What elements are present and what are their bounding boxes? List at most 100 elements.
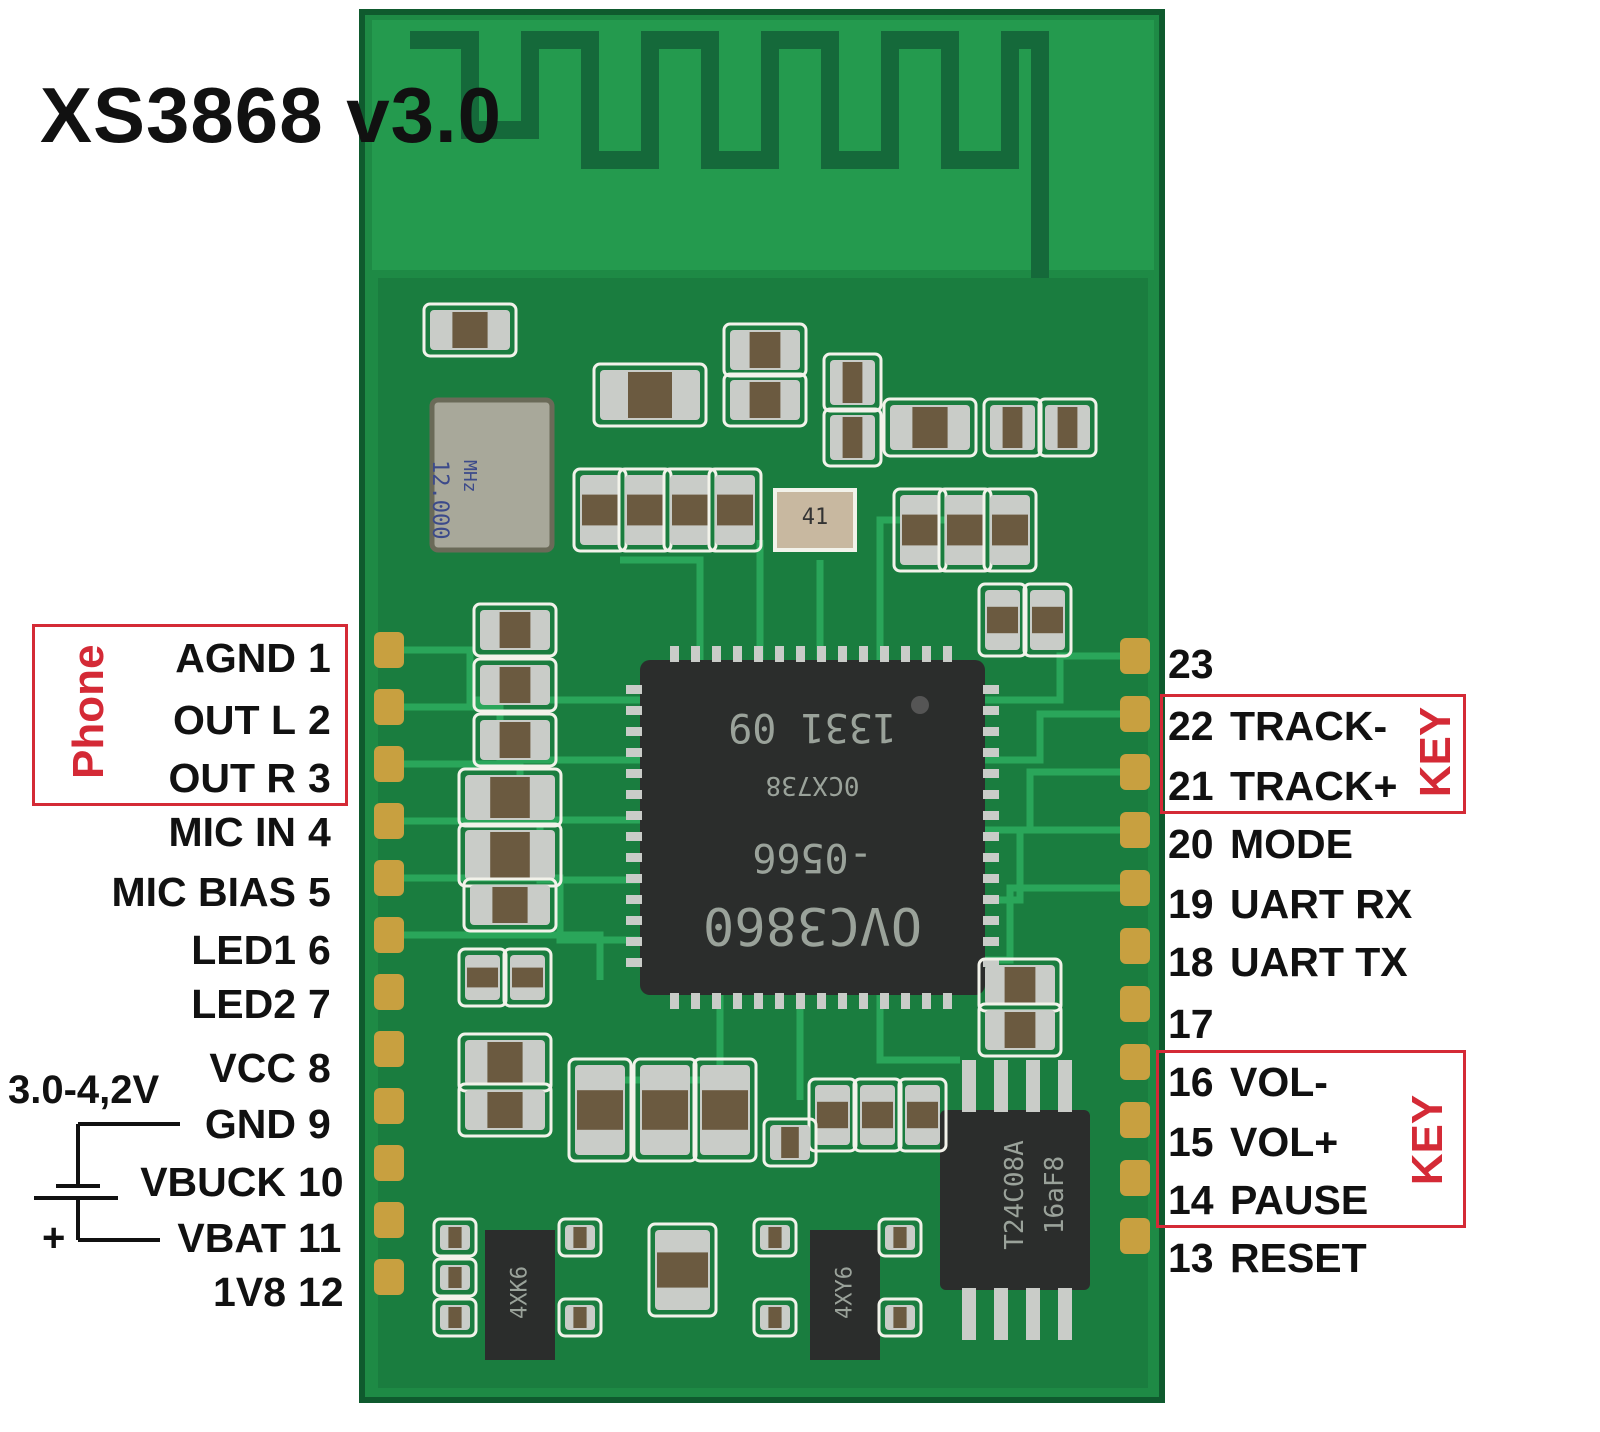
right-pin-number: 14 [1168, 1177, 1214, 1223]
chip-pin [943, 646, 952, 662]
chip-pin [670, 993, 679, 1009]
castellated-pad [374, 1145, 404, 1181]
left-pin-name: LED2 [191, 981, 296, 1027]
eeprom-pin [962, 1060, 976, 1112]
silkscreen-outline [762, 1117, 818, 1168]
chip-pin [626, 895, 642, 904]
trace [620, 556, 704, 660]
silkscreen-outline [722, 372, 808, 428]
silkscreen-outline [822, 352, 883, 413]
chip-pin [626, 853, 642, 862]
castellated-pad [374, 1202, 404, 1238]
chip-pin [712, 646, 721, 662]
right-pin-number: 18 [1168, 939, 1214, 985]
component-body [642, 1090, 688, 1130]
module-title: XS3868 v3.0 [40, 71, 503, 159]
chip-pin [733, 646, 742, 662]
component-body [907, 1101, 938, 1129]
smd-component [722, 322, 808, 378]
castellated-pad [374, 746, 404, 782]
right-pin-number: 16 [1168, 1059, 1214, 1105]
chip-pin [983, 916, 999, 925]
component-body [448, 1267, 462, 1288]
smd-component [457, 1032, 553, 1093]
silkscreen-outline [632, 1057, 698, 1163]
eeprom-chip [940, 1060, 1090, 1340]
smd-component [472, 602, 558, 658]
component-body [947, 514, 983, 546]
component-body [768, 1307, 782, 1328]
passive-components [422, 302, 1098, 1338]
trace [985, 826, 1120, 904]
smd-component [1022, 582, 1073, 658]
smd-component [692, 1057, 758, 1163]
phone-group-box [32, 624, 348, 806]
eeprom-pin [1058, 1288, 1072, 1340]
chip-pin [880, 993, 889, 1009]
component-body [628, 372, 672, 418]
smd-component [422, 302, 518, 358]
smd-component [752, 1297, 798, 1338]
component-body [842, 417, 863, 458]
chip-pin [817, 646, 826, 662]
castellated-pad [1120, 870, 1150, 906]
chip-pin [922, 993, 931, 1009]
component-body [992, 514, 1028, 546]
chip-pin [626, 706, 642, 715]
castellated-pad [1120, 1160, 1150, 1196]
component-body [749, 332, 781, 368]
smd-component [882, 397, 978, 458]
eeprom-pin [1058, 1060, 1072, 1112]
chip-pin [859, 646, 868, 662]
component-body [487, 1092, 523, 1128]
smd-component [457, 947, 508, 1008]
silkscreen-outline [977, 1002, 1063, 1058]
chip-pin [901, 646, 910, 662]
chip-pin [626, 685, 642, 694]
chip-pin [901, 993, 910, 1009]
silkscreen-outline [692, 1057, 758, 1163]
component-body [573, 1307, 587, 1328]
smd-component [897, 1077, 948, 1153]
chip-pin [626, 727, 642, 736]
silkscreen-outline [1037, 397, 1098, 458]
smd-component [892, 487, 948, 573]
silkscreen-outline [647, 1222, 718, 1318]
smd-component [722, 372, 808, 428]
castellated-pad [374, 1259, 404, 1295]
left-pin-number: 9 [308, 1101, 331, 1147]
antenna-trace [410, 31, 1049, 300]
component-body [702, 1090, 748, 1130]
silkscreen-outline [457, 1082, 553, 1138]
crystal-line1: 12.000 [427, 460, 452, 540]
silkscreen-outline [472, 602, 558, 658]
left-pin-number: 5 [308, 869, 331, 915]
smd-component [457, 767, 563, 828]
left-pin-name: VBAT [177, 1215, 286, 1261]
castellated-pad [374, 917, 404, 953]
right-pin-number: 15 [1168, 1119, 1214, 1165]
main-chip-marking: 1331 09 0CX738 -0566 OVC3860 [640, 660, 985, 995]
component-body [448, 1227, 462, 1248]
smd-component [592, 362, 708, 428]
main-chip-line2: 0CX738 [765, 770, 860, 800]
smd-component [852, 1077, 903, 1153]
chip-pin [983, 832, 999, 841]
component-body [749, 382, 781, 418]
silkscreen-outline [472, 712, 558, 768]
silkscreen-outline [422, 302, 518, 358]
edge-pads-left [374, 632, 404, 1295]
component-body [893, 1307, 907, 1328]
left-pin-number: 2 [308, 697, 331, 743]
smd-component [752, 1217, 798, 1258]
smd-component [982, 397, 1043, 458]
silkscreen-outline [982, 487, 1038, 573]
right-pin-name: RESET [1230, 1235, 1367, 1281]
smd-component [502, 947, 553, 1008]
chip-pin [983, 769, 999, 778]
smd-component [462, 877, 558, 933]
left-pin-number: 11 [298, 1215, 342, 1261]
right-pin-number: 19 [1168, 881, 1214, 927]
component-body [781, 1127, 799, 1158]
